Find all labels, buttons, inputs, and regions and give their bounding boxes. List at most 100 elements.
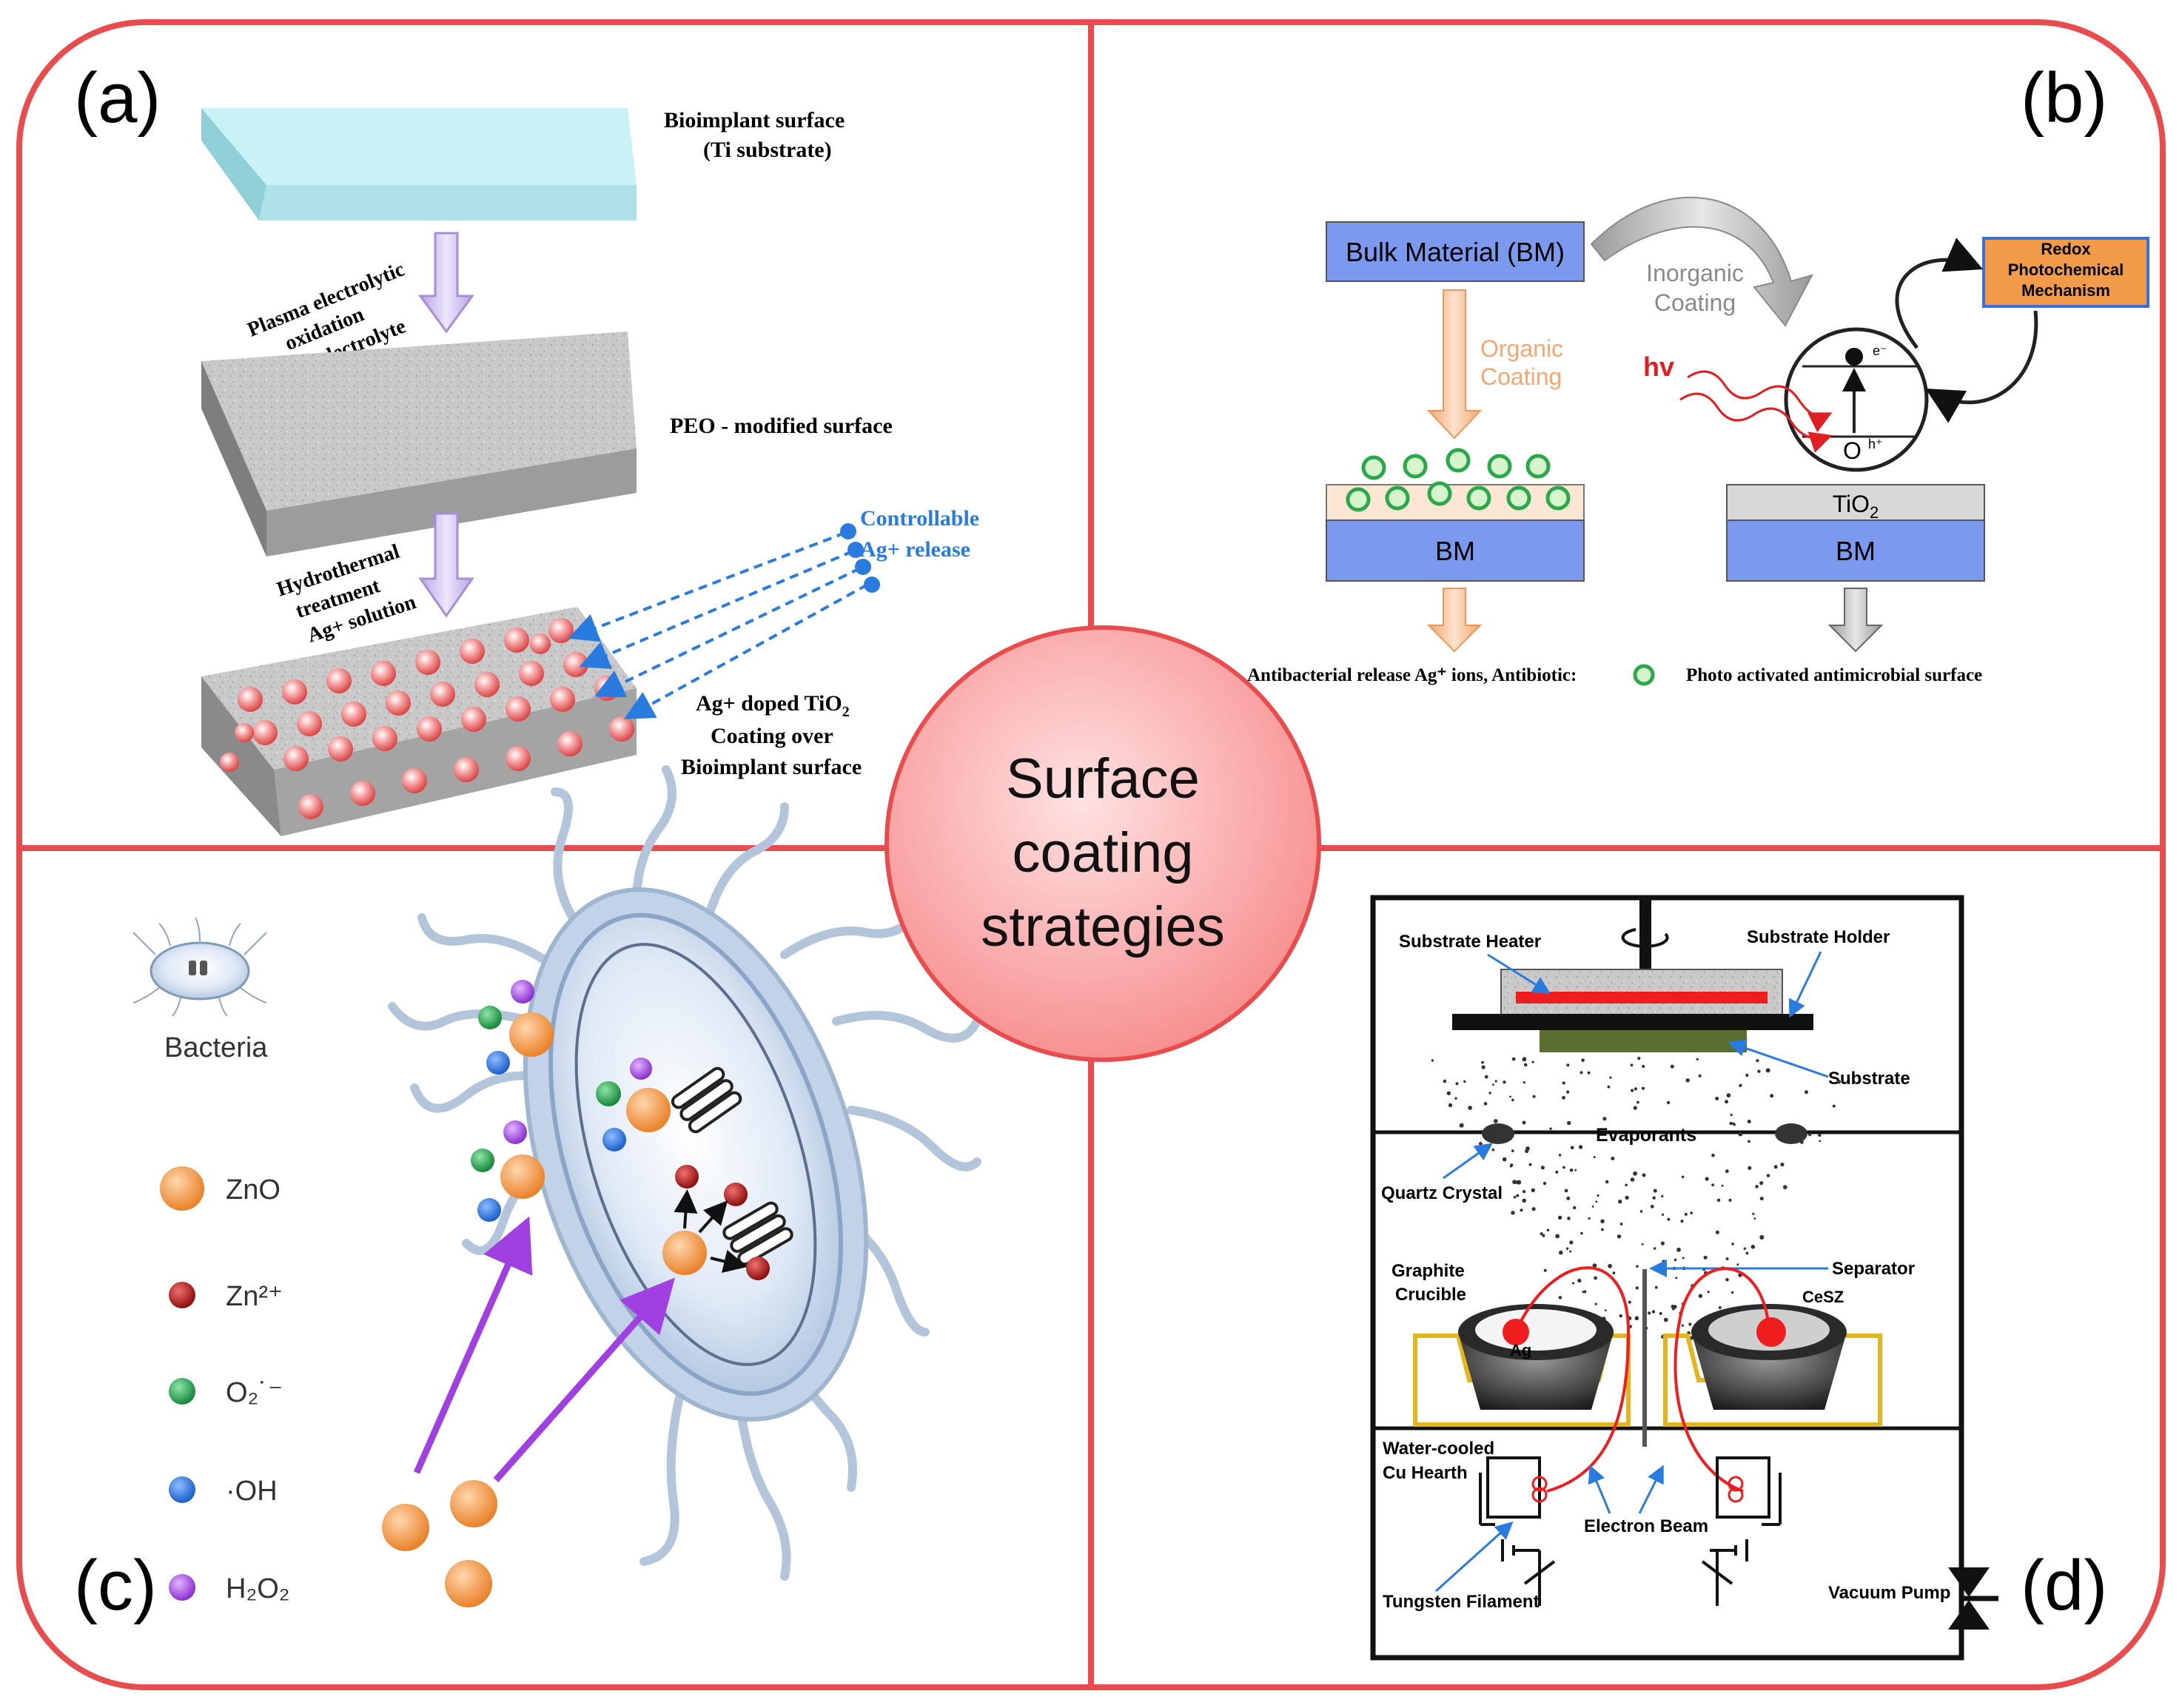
substrate-holder-label: Substrate Holder [1747,927,1890,947]
evaporant-dot [1759,1197,1764,1201]
vacuum-valve-bottom [1948,1600,1990,1630]
evaporant-dot [1684,1212,1688,1216]
hole-label: h⁺ [1868,437,1883,451]
hv-label: hv [1643,352,1674,382]
center-circle [884,625,1321,1062]
evaporant-dot [1726,1093,1731,1097]
organic-arrow [1426,289,1483,440]
evaporant-dot [1685,1078,1690,1083]
evaporant-dot [1578,1145,1583,1149]
evaporant-dot [1588,1217,1591,1220]
evaporant-dot [1748,1140,1750,1143]
evaporant-dot [1567,1120,1571,1126]
antibiotic-particles [1346,448,1571,512]
evaporant-dot [1730,1113,1733,1117]
evaporant-dot [1523,1063,1528,1067]
evaporant-dot [1481,1065,1486,1069]
organic-label-line2: Coating [1480,363,1562,390]
evaporant-dot [1750,1245,1756,1249]
legend-hydroxyl-label: ·OH [226,1476,278,1507]
quartz-label: Quartz Crystal [1381,1183,1503,1203]
evaporant-dot [1503,1080,1506,1084]
organic-label-line1: Organic [1480,335,1563,362]
evaporant-dot [1662,1260,1667,1264]
evaporant-dot [1805,1090,1808,1095]
left-result-arrow [1426,588,1483,653]
evaporant-dot [1555,1170,1559,1174]
zno-cluster-1 [382,1504,429,1551]
evaporant-dot [1542,1181,1547,1186]
center-line1: Surface [1006,747,1200,810]
evaporant-dot [1663,1317,1668,1322]
zno-out-2 [500,1154,545,1199]
evaporant-dot [1729,1121,1733,1126]
evaporant-dot [1659,1311,1662,1315]
coating-label-line1: Ag+ doped TiO2 [696,691,850,720]
evaporant-dot [1570,1146,1574,1150]
evaporant-dot [1743,1247,1746,1250]
evaporant-dot [1483,1102,1488,1106]
evaporant-dot [1569,1169,1574,1172]
evaporant-dot [1681,1175,1685,1179]
panel-b-label: (b) [2021,58,2107,138]
coated-slab-side [201,676,281,836]
filament-circuit-left [1479,1456,1556,1606]
ti-substrate-front [259,185,637,221]
evaporant-dot [1725,1169,1729,1174]
electron-beam-right [1674,1267,1770,1493]
ti-substrate-side [201,108,266,221]
evaporant-dot [1757,1069,1761,1073]
graphite-label-line2: Crucible [1395,1285,1466,1305]
water-cooled-line2: Cu Hearth [1383,1463,1468,1483]
panel-a-label: (a) [74,58,161,138]
evaporant-dot [1661,1194,1664,1197]
evaporant-dot [1595,1200,1598,1203]
legend-zn2-label: Zn²⁺ [226,1281,283,1312]
evaporant-dot [1512,1180,1517,1185]
evaporant-dot [1543,1268,1547,1272]
vacuum-valve-top [1948,1567,1990,1597]
evaporant-dot [1637,1057,1641,1060]
ribosome-stack-1 [671,1066,742,1134]
evaporant-dot [1531,1060,1534,1063]
evaporant-dot [1494,1119,1498,1123]
evaporant-dot [1546,1228,1550,1231]
ag-label: Ag [1510,1341,1531,1359]
evaporant-dot [1608,1263,1613,1268]
evaporant-dot [1639,1210,1643,1213]
evaporant-dot [1642,1064,1645,1069]
evaporant-dot [1635,1286,1639,1290]
hv-wave-1 [1687,370,1833,433]
inorganic-label-line2: Coating [1654,289,1736,316]
evaporant-dot [1770,1094,1774,1098]
antibiotic-legend-icon [1633,664,1655,686]
evaporant-dot [1609,1076,1612,1079]
heater-element [1516,992,1768,1003]
evaporant-dot [1731,1291,1734,1294]
redox-line1: Redox [2041,240,2091,258]
evaporant-dot [1558,1154,1562,1157]
tungsten-label: Tungsten Filament [1383,1592,1540,1612]
zno-inside-1 [626,1088,671,1132]
evaporant-dot [1636,1265,1639,1268]
evaporant-dot [1593,1156,1596,1159]
evaporant-dot [1605,1180,1609,1184]
evaporant-dot [1725,1100,1728,1104]
evaporant-dot [1755,1185,1759,1188]
evaporant-dot [1612,1271,1616,1275]
evaporant-dot [1520,1208,1523,1212]
process-arrow-1 [418,232,474,334]
evaporant-dot [1698,1074,1702,1077]
bulk-material-box [1326,221,1585,282]
evaporant-dot [1690,1211,1693,1214]
release-label-line1: Controllable [860,506,979,531]
coating-label-line2: Coating over [711,724,833,748]
evaporant-dot [1682,1257,1685,1260]
evaporant-dot [1565,1247,1569,1250]
evaporant-dot [1468,1106,1472,1110]
evaporants-label: Evaporants [1596,1125,1696,1146]
evaporant-dot [1711,1183,1715,1187]
redox-line2: Photochemical [2008,260,2124,279]
superoxide-out-2 [471,1149,494,1172]
evaporant-dot [1491,1148,1495,1151]
